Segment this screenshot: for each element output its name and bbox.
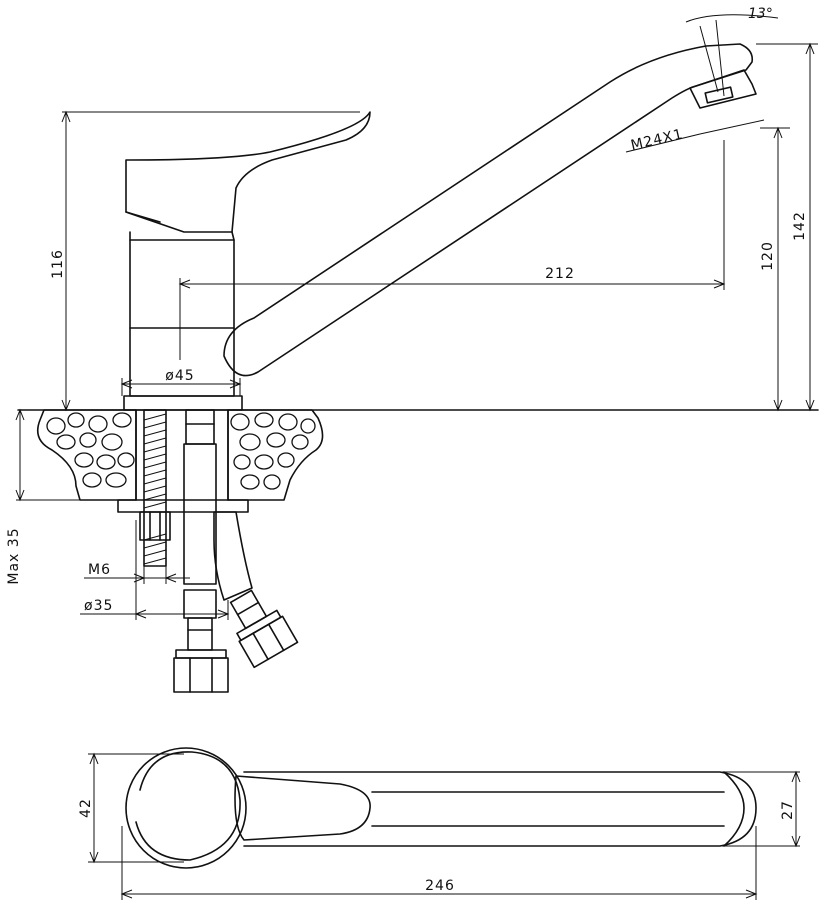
supply-hose-angled: [213, 511, 299, 669]
dim-max-deck: Max 35: [6, 527, 22, 584]
top-lever: [234, 775, 371, 841]
spout: [223, 43, 754, 377]
mounting-plate: [117, 499, 249, 513]
dim-hole-diameter: ø35: [84, 598, 113, 614]
mounting-nut: [139, 511, 171, 541]
dim-spout-tip-width: 27: [780, 800, 796, 820]
dim-total-height: 142: [792, 211, 808, 241]
dim-outlet-height: 120: [760, 241, 776, 271]
dim-aerator-thread: M24X1: [629, 126, 685, 154]
countertop-section-left: [36, 409, 137, 501]
top-view: 42 27 246: [78, 747, 801, 900]
dim-spout-angle: 13°: [748, 6, 773, 22]
dim-stud-thread: M6: [88, 562, 111, 578]
top-spout: [243, 771, 757, 847]
top-body-circle: [125, 747, 247, 869]
dim-total-length: 246: [425, 878, 455, 894]
supply-hose-straight: [173, 409, 229, 693]
side-view: 116 212 120 142 M24X1 13° ø45: [6, 6, 819, 693]
aerator: [689, 69, 757, 109]
dim-body-diameter: ø45: [165, 368, 194, 384]
dim-body-height: 116: [50, 249, 66, 279]
countertop-section-right: [227, 409, 324, 501]
dim-spout-reach: 212: [545, 266, 575, 282]
dim-top-width: 42: [78, 798, 94, 818]
base-flange: [123, 395, 243, 411]
threaded-stud: [143, 409, 167, 567]
lever-handle: [125, 111, 371, 233]
